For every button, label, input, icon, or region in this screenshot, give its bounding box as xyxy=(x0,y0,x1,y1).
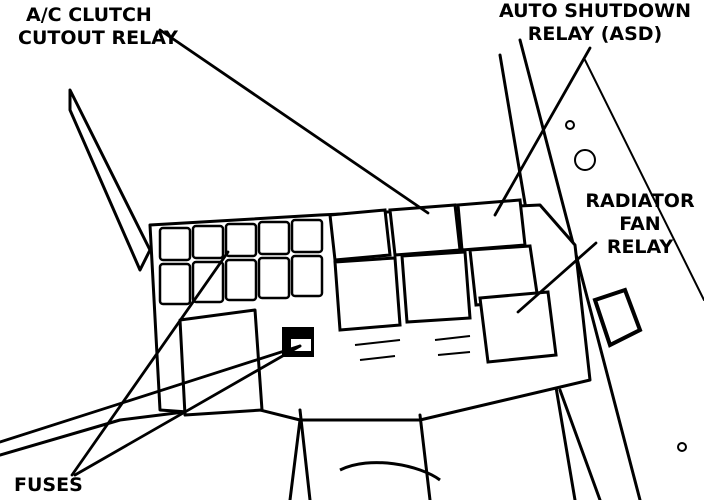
label-asd-line1: AUTO SHUTDOWN xyxy=(498,0,692,22)
leader-asd xyxy=(493,46,592,217)
label-ac-line1: A/C CLUTCH xyxy=(26,4,152,26)
relay-1 xyxy=(328,208,392,262)
relay-ac xyxy=(400,250,472,324)
label-fuses: FUSES xyxy=(14,474,83,497)
fender-edge-2 xyxy=(518,38,642,500)
leader-fuse-3 xyxy=(0,344,302,444)
label-ac-line2: CUTOUT RELAY xyxy=(18,27,178,49)
label-radiator-line3: RELAY xyxy=(606,236,674,258)
leader-ac xyxy=(158,28,430,215)
label-fuses-text: FUSES xyxy=(14,474,83,496)
clip-right xyxy=(592,287,643,348)
leader-radiator xyxy=(516,241,598,314)
label-ac-clutch-relay: A/C CLUTCH CUTOUT RELAY xyxy=(18,4,178,50)
label-asd-relay: AUTO SHUTDOWN RELAY (ASD) xyxy=(495,0,695,46)
hose-bottom xyxy=(339,461,441,482)
fuse-box-lower xyxy=(298,388,602,500)
label-radiator-line2: FAN xyxy=(619,213,661,235)
label-radiator-fan-relay: RADIATOR FAN RELAY xyxy=(580,190,700,259)
bracket-left xyxy=(68,88,152,272)
relay-4 xyxy=(333,256,402,332)
relay-radiator xyxy=(478,290,558,364)
fuse-row-bottom xyxy=(158,254,324,306)
relay-2 xyxy=(388,203,462,257)
leader-lines xyxy=(0,28,598,477)
relay-asd xyxy=(456,198,527,252)
label-asd-line2: RELAY (ASD) xyxy=(527,23,663,45)
firewall-line xyxy=(584,59,704,301)
label-radiator-line1: RADIATOR xyxy=(585,190,695,212)
leader-fuse-2 xyxy=(73,344,302,477)
relays xyxy=(328,198,558,364)
fuse-row-top xyxy=(158,218,324,262)
leader-fuse-1 xyxy=(70,250,230,477)
